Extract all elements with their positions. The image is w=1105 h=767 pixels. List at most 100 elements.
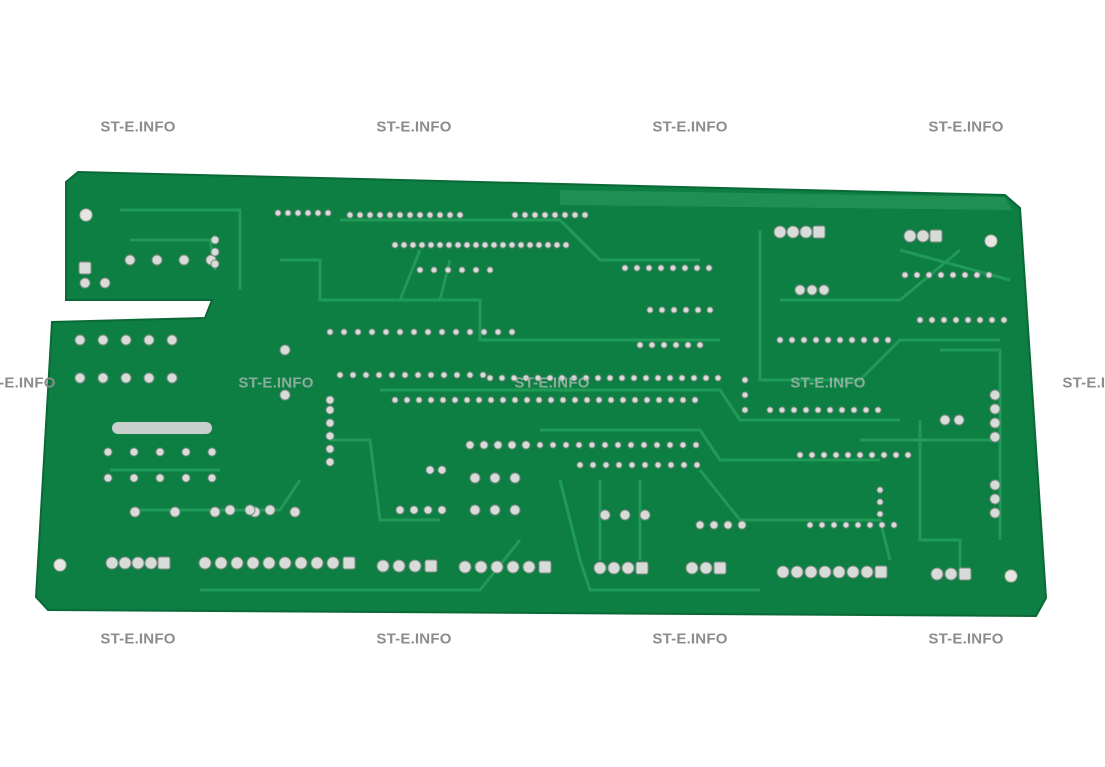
solder-pad — [658, 306, 666, 314]
solder-pad — [214, 556, 228, 570]
solder-pad — [376, 559, 390, 573]
solder-pad — [666, 441, 674, 449]
solder-pad — [423, 505, 433, 515]
solder-pad — [264, 504, 276, 516]
solder-pad — [878, 521, 886, 529]
solder-pad — [925, 271, 933, 279]
solder-pad — [325, 444, 335, 454]
solder-pad — [120, 372, 132, 384]
solder-pad — [614, 441, 622, 449]
solder-pad — [427, 371, 435, 379]
solder-pad — [595, 396, 603, 404]
solder-pad — [737, 520, 747, 530]
solder-pad — [535, 396, 543, 404]
solder-pad — [207, 473, 217, 483]
copper-trace — [330, 438, 440, 522]
solder-pad — [408, 559, 422, 573]
solder-pad — [362, 371, 370, 379]
copper-trace — [200, 539, 522, 592]
solder-pad — [989, 417, 1001, 429]
solder-pad — [989, 507, 1001, 519]
solder-pad — [571, 211, 579, 219]
solder-pad — [181, 473, 191, 483]
solder-pad — [571, 396, 579, 404]
solder-pad — [531, 211, 539, 219]
solder-pad — [799, 225, 813, 239]
solder-pad — [444, 266, 452, 274]
solder-pad — [684, 341, 692, 349]
solder-pad — [325, 405, 335, 415]
solder-pad — [949, 271, 957, 279]
solder-pad — [913, 271, 921, 279]
solder-pad — [79, 277, 91, 289]
solder-pad — [778, 406, 786, 414]
solder-pad — [438, 328, 446, 336]
solder-pad — [465, 440, 475, 450]
watermark-text: ST-E.INFO — [376, 118, 452, 136]
solder-pad — [693, 264, 701, 272]
solder-pad — [342, 556, 356, 570]
solder-pad — [989, 403, 1001, 415]
solder-pad — [892, 451, 900, 459]
solder-pad — [181, 447, 191, 457]
solder-pad — [695, 520, 705, 530]
solder-pad — [74, 334, 86, 346]
solder-pad — [958, 567, 972, 581]
solder-pad — [645, 264, 653, 272]
solder-pad — [685, 561, 699, 575]
solder-pad — [868, 451, 876, 459]
solder-pad — [521, 211, 529, 219]
solder-pad — [679, 441, 687, 449]
solder-pad — [534, 374, 542, 382]
solder-pad — [570, 374, 578, 382]
solder-pad — [741, 376, 749, 384]
solder-pad — [690, 374, 698, 382]
solder-pad — [812, 336, 820, 344]
solder-pad — [325, 418, 335, 428]
solder-pad — [693, 461, 701, 469]
solder-pad — [667, 396, 675, 404]
solder-pad — [872, 336, 880, 344]
solder-pad — [640, 441, 648, 449]
watermark-text: ST-E.INFO — [928, 630, 1004, 648]
solder-pad — [424, 328, 432, 336]
solder-pad — [376, 211, 384, 219]
solder-pad — [766, 406, 774, 414]
solder-pad — [655, 396, 663, 404]
solder-pad — [509, 504, 521, 516]
solder-pad — [326, 556, 340, 570]
solder-pad — [627, 441, 635, 449]
solder-pad — [354, 328, 362, 336]
solder-pad — [660, 341, 668, 349]
solder-pad — [804, 565, 818, 579]
solder-pad — [561, 211, 569, 219]
solder-pad — [416, 266, 424, 274]
solder-pad — [437, 465, 447, 475]
solder-pad — [790, 406, 798, 414]
solder-pad — [509, 472, 521, 484]
solder-pad — [425, 465, 435, 475]
solder-pad — [989, 479, 1001, 491]
solder-pad — [985, 271, 993, 279]
solder-pad — [382, 328, 390, 336]
solder-pad — [639, 509, 651, 521]
solder-pad — [937, 271, 945, 279]
solder-pad — [409, 505, 419, 515]
solder-pad — [294, 209, 302, 217]
solder-pad — [155, 447, 165, 457]
solder-pad — [602, 461, 610, 469]
solder-pad — [549, 441, 557, 449]
solder-pad — [279, 389, 291, 401]
solder-pad — [619, 509, 631, 521]
solder-pad — [648, 341, 656, 349]
solder-pad — [606, 374, 614, 382]
solder-pad — [391, 241, 399, 249]
solder-pad — [635, 561, 649, 575]
solder-pad — [773, 225, 787, 239]
solder-pad — [582, 374, 590, 382]
solder-pad — [546, 374, 554, 382]
solder-pad — [706, 306, 714, 314]
solder-pad — [494, 328, 502, 336]
solder-pad — [262, 556, 276, 570]
solder-pad — [356, 211, 364, 219]
